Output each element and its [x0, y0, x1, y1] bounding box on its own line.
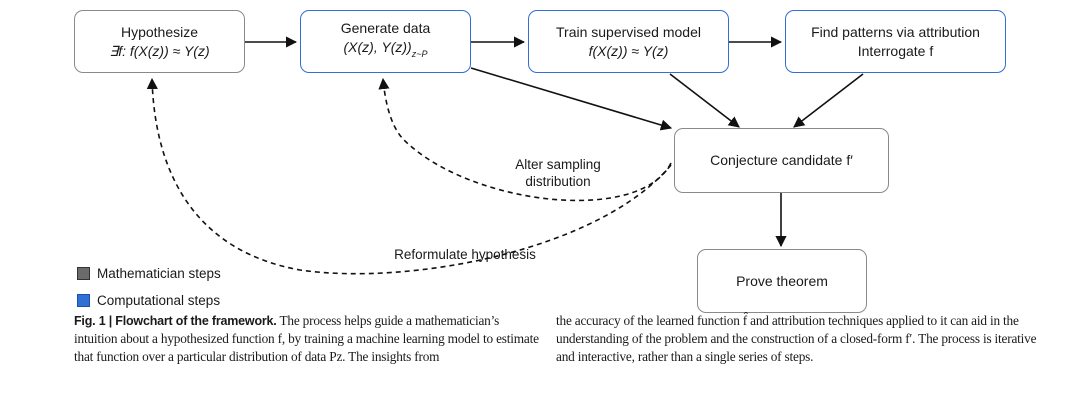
caption-right-text: the accuracy of the learned function f̂ …	[556, 313, 1037, 364]
caption-right: the accuracy of the learned function f̂ …	[556, 312, 1056, 366]
arrow-reformulate-hypothesis	[146, 77, 672, 275]
legend-mathematician-label: Mathematician steps	[97, 266, 221, 281]
generate-data-node: Generate data (X(z), Y(z))z~P	[300, 10, 471, 73]
legend-computational: Computational steps	[77, 293, 220, 308]
prove-theorem-title: Prove theorem	[736, 272, 828, 289]
hypothesize-node: Hypothesize ∃f: f(X(z)) ≈ Y(z)	[74, 10, 245, 73]
prove-theorem-node: Prove theorem	[697, 249, 867, 313]
generate-data-title: Generate data	[340, 20, 431, 36]
generate-data-formula-line: (X(z), Y(z))z~P	[344, 38, 428, 64]
arrow-alter-sampling	[378, 77, 672, 202]
find-patterns-line2: Interrogate f	[857, 42, 934, 59]
hypothesize-title: Hypothesize	[120, 23, 199, 40]
arrow-generate-to-conjecture	[470, 67, 673, 131]
hypothesize-formula: ∃f: f(X(z)) ≈ Y(z)	[109, 42, 210, 59]
arrow-find-to-conjecture	[793, 73, 864, 128]
alter-sampling-line2: distribution	[525, 174, 591, 189]
train-model-title: Train supervised model	[556, 23, 701, 40]
train-model-formula: f(X(z)) ≈ Y(z)	[588, 42, 669, 59]
conjecture-node: Conjecture candidate f′	[674, 128, 889, 193]
reformulate-hypothesis-label: Reformulate hypothesis	[394, 247, 536, 262]
alter-sampling-line1: Alter sampling	[515, 157, 601, 172]
find-patterns-title: Find patterns via attribution	[811, 23, 980, 40]
train-model-node: Train supervised model f(X(z)) ≈ Y(z)	[528, 10, 729, 73]
conjecture-title: Conjecture candidate f′	[710, 152, 853, 168]
caption-left: Fig. 1 | Flowchart of the framework. The…	[74, 312, 542, 366]
caption-label: Fig. 1 | Flowchart of the framework.	[74, 314, 277, 328]
legend-mathematician: Mathematician steps	[77, 266, 221, 281]
find-patterns-node: Find patterns via attribution Interrogat…	[785, 10, 1006, 73]
alter-sampling-label: Alter sampling distribution	[493, 156, 623, 190]
legend-computational-swatch	[77, 294, 90, 307]
generate-data-subscript: z~P	[411, 49, 428, 59]
legend-mathematician-swatch	[77, 267, 90, 280]
arrow-train-to-conjecture	[669, 73, 740, 128]
caption-left-text: The process helps guide a mathematician’…	[74, 313, 539, 364]
legend-computational-label: Computational steps	[97, 293, 221, 308]
generate-data-formula: (X(z), Y(z))	[343, 39, 412, 55]
